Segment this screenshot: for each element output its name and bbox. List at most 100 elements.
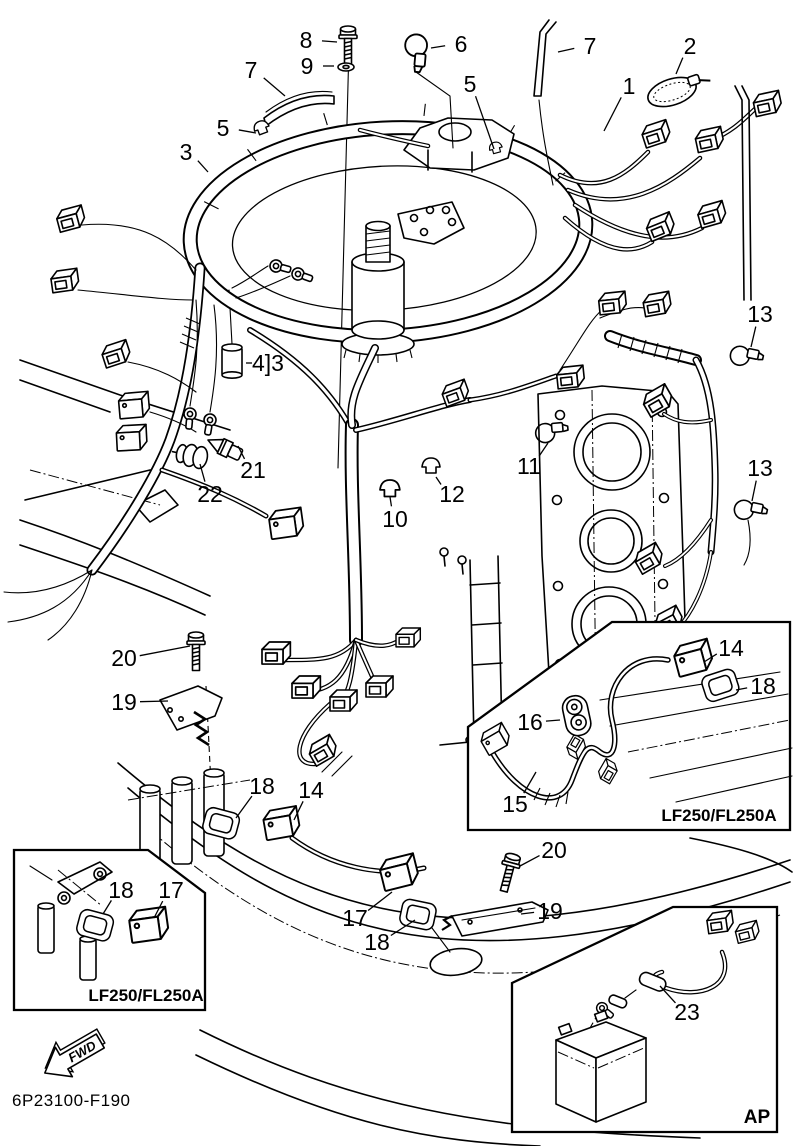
callout-leader-line — [389, 496, 393, 507]
callout-number: 10 — [382, 506, 408, 532]
inset-right-hull-lines — [599, 671, 793, 803]
callout-leader-line — [199, 463, 206, 482]
callout-number: 7 — [584, 33, 597, 59]
callout-number: 19 — [537, 898, 563, 924]
callout-leader-line — [545, 719, 561, 722]
callout-number: 2 — [684, 33, 697, 59]
callout-number: 21 — [240, 457, 266, 483]
harness-protector-strip — [263, 94, 335, 127]
callout-leader-line — [430, 45, 446, 49]
callout-number: 11 — [517, 453, 541, 479]
callout-19: 19 — [111, 689, 169, 715]
callout-number: 17 — [342, 905, 368, 931]
bottom-center-parts — [377, 850, 549, 937]
bottom-left-parts — [127, 631, 427, 874]
harness-tube — [533, 19, 557, 97]
starter-assembly — [341, 201, 465, 363]
callout-leader-line — [367, 891, 393, 912]
callout-leader-line — [557, 47, 575, 53]
callout-number: 18 — [750, 673, 776, 699]
callout-number: 13 — [747, 455, 773, 481]
callout-7: 7 — [245, 57, 286, 97]
callout-23: 23 — [659, 985, 700, 1025]
callout-leader-line — [703, 653, 718, 663]
callout-14: 14 — [703, 635, 744, 663]
callout-number: 9 — [301, 53, 314, 79]
callout-18: 18 — [235, 773, 275, 819]
callout-number: 22 — [197, 481, 223, 507]
callout-leader-line — [659, 985, 676, 1004]
inset-box-bottom-left — [12, 848, 207, 1012]
callout-8: 8 — [300, 27, 338, 53]
callout-leader-line — [435, 476, 442, 485]
callout-leader-line — [139, 700, 169, 703]
callout-number: 19 — [111, 689, 137, 715]
callout-leader-line — [523, 771, 537, 794]
callout-9: 9 — [301, 53, 334, 79]
callout-number: 18 — [364, 929, 390, 955]
callout-leader-line — [520, 911, 535, 915]
callout-11: 11 — [517, 442, 549, 479]
inset-box-battery — [510, 905, 779, 1134]
battery — [555, 1009, 647, 1123]
callout-22: 22 — [197, 463, 223, 507]
callout-19: 19 — [520, 898, 563, 924]
callout-number: 20 — [111, 645, 137, 671]
callout-5: 5 — [464, 71, 495, 150]
callout-14: 14 — [293, 777, 324, 821]
callout-18: 18 — [102, 877, 134, 915]
callout-number: 4]3 — [252, 350, 284, 376]
callout-leader-line — [238, 129, 257, 134]
callout-number: 6 — [455, 31, 468, 57]
callout-leader-line — [675, 57, 684, 75]
model-label-left-inset: LF250/FL250A — [88, 986, 203, 1005]
callout-leader-line — [139, 645, 191, 657]
callout-leader-line — [390, 919, 416, 937]
sensor-cable-15 — [490, 657, 670, 799]
callout-leader-line — [735, 687, 748, 691]
callout-number: 5 — [464, 71, 477, 97]
callout-number: 1 — [623, 73, 636, 99]
callout-number: 8 — [300, 27, 313, 53]
page-code: AP — [744, 1107, 771, 1128]
callout-number: 5 — [217, 115, 230, 141]
diagram-artwork: FWD — [3, 19, 793, 1146]
callout-number: 16 — [517, 709, 543, 735]
ignition-coil-rail — [604, 85, 752, 630]
callout-number: 20 — [541, 837, 567, 863]
callout-12: 12 — [435, 476, 465, 507]
callout-number: 12 — [439, 481, 465, 507]
callout-number: 13 — [747, 301, 773, 327]
callout-number: 3 — [180, 139, 193, 165]
top-parts — [251, 19, 716, 186]
callout-15: 15 — [502, 771, 537, 817]
callout-number: 18 — [249, 773, 275, 799]
callout-13: 13 — [747, 455, 773, 502]
callout-10: 10 — [382, 496, 408, 532]
callout-number: 17 — [158, 877, 184, 903]
callout-20: 20 — [519, 837, 567, 867]
callout-4]3: 4]3 — [246, 350, 284, 376]
callout-leader-line — [750, 326, 757, 348]
callout-number: 7 — [245, 57, 258, 83]
callout-7: 7 — [557, 33, 597, 59]
callout-18: 18 — [364, 919, 416, 955]
callout-20: 20 — [111, 645, 191, 671]
callout-leader-line — [603, 97, 622, 132]
callout-1: 1 — [603, 73, 636, 132]
callout-leader-line — [153, 900, 164, 919]
callout-21: 21 — [237, 445, 266, 483]
callout-number: 18 — [108, 877, 134, 903]
callout-leader-line — [263, 77, 286, 97]
callout-6: 6 — [430, 31, 468, 57]
callout-leader-line — [538, 442, 549, 457]
callout-number: 15 — [502, 791, 528, 817]
part-number: 6P23100-F190 — [12, 1091, 130, 1110]
boat-hull — [117, 751, 793, 1146]
cylinder-part — [221, 343, 243, 380]
callout-16: 16 — [517, 709, 561, 735]
callout-number: 14 — [298, 777, 324, 803]
